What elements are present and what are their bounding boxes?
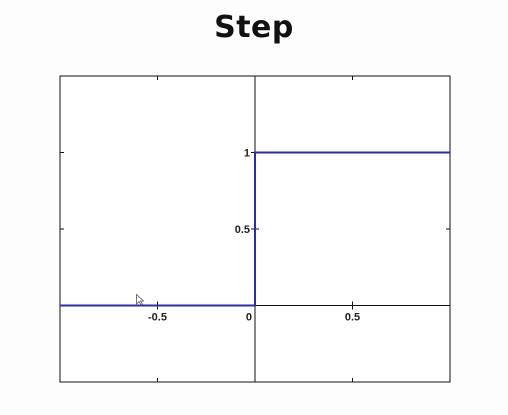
x-tick-label: 0	[246, 312, 252, 324]
mouse-pointer-icon	[136, 294, 144, 306]
ticks-layer: -0.5 0 0.5 0.5 1	[60, 76, 450, 382]
y-tick-label: 0.5	[235, 224, 250, 236]
step-series-line	[60, 151, 450, 307]
chart-title: Step	[214, 10, 294, 45]
y-tick-label: 1	[244, 148, 250, 160]
x-tick-label: -0.5	[148, 312, 167, 324]
series-layer	[60, 151, 450, 307]
x-tick-label: 0.5	[345, 312, 360, 324]
